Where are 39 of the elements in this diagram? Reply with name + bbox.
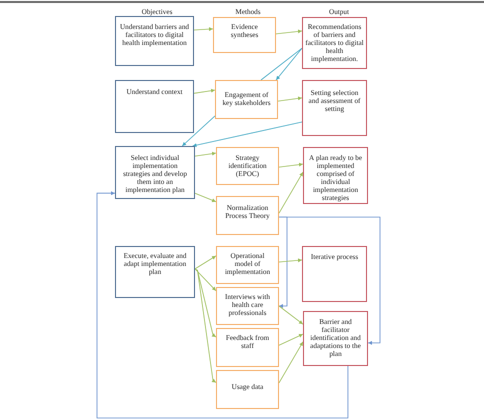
method-box	[215, 80, 278, 119]
arrow	[192, 122, 302, 148]
arrow	[194, 152, 216, 156]
arrow	[278, 162, 304, 168]
arrow	[276, 48, 302, 80]
method-box	[216, 246, 279, 284]
output-box	[303, 147, 368, 204]
arrow	[276, 29, 302, 34]
objective-box	[115, 16, 194, 66]
arrow	[194, 268, 216, 292]
arrow	[194, 256, 216, 270]
arrow	[182, 116, 216, 146]
arrow	[278, 341, 304, 384]
method-box	[213, 17, 276, 53]
arrow	[278, 306, 304, 325]
arrow	[278, 216, 288, 308]
arrow	[278, 258, 302, 262]
output-box	[303, 311, 368, 366]
arrow	[278, 96, 302, 102]
connector-line	[260, 48, 302, 80]
output-box	[302, 246, 367, 302]
arrow	[278, 216, 380, 345]
method-box	[216, 147, 279, 185]
arrow	[278, 334, 304, 346]
method-box	[216, 196, 279, 235]
arrow	[194, 88, 216, 94]
arrow	[278, 172, 304, 214]
arrow	[194, 27, 214, 32]
arrow	[96, 191, 348, 418]
arrow	[194, 268, 216, 383]
arrow	[194, 192, 216, 202]
output-box	[302, 17, 367, 69]
objective-box	[115, 246, 195, 298]
method-box	[216, 287, 279, 325]
objective-box	[115, 80, 194, 133]
method-box	[216, 328, 279, 367]
output-box	[302, 80, 367, 136]
method-box	[216, 370, 279, 409]
objective-box	[115, 146, 195, 199]
